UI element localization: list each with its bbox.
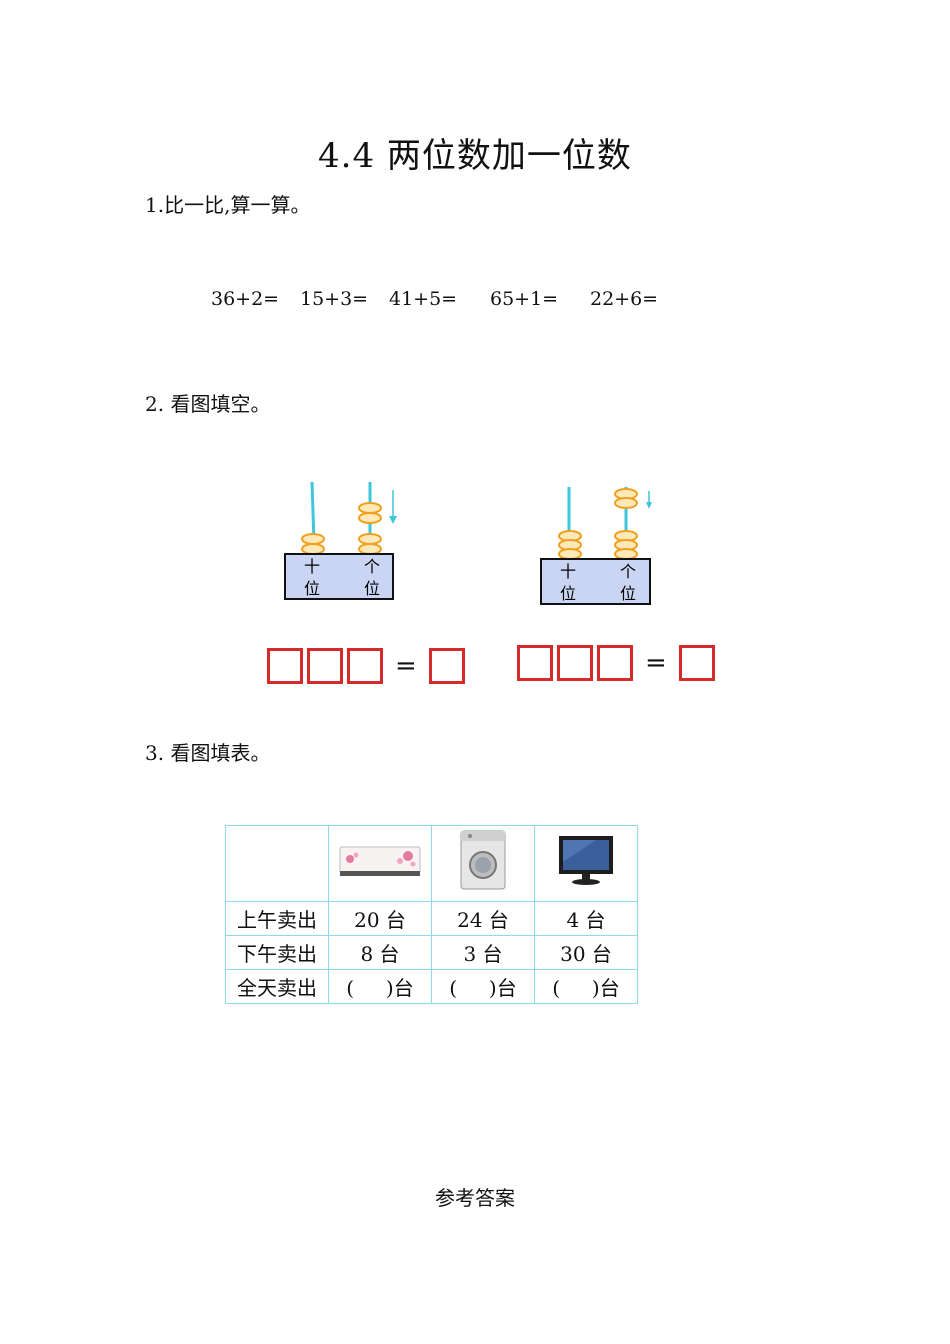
down-arrow-icon: [389, 490, 397, 524]
washing-machine-icon: [460, 830, 506, 890]
tens-label-bottom: 位: [304, 579, 320, 598]
abacus-1: 十 位 个 位: [280, 470, 410, 610]
bead: [614, 497, 638, 509]
tens-label-top: 十: [304, 557, 320, 576]
table-cell: 24 台: [431, 901, 535, 936]
bead: [301, 543, 325, 555]
table-header-row: [225, 825, 638, 902]
sales-table: 上午卖出 20 台 24 台 4 台 下午卖出 8 台 3 台 30 台 全天卖…: [225, 825, 638, 1004]
equation-1: 36+2=: [211, 288, 280, 310]
abacus-2: 十 位 个 位: [536, 475, 666, 615]
answer-cell[interactable]: ( )台: [534, 969, 638, 1004]
answer-box[interactable]: [267, 648, 303, 684]
table-cell: 8 台: [328, 935, 432, 970]
answer-box[interactable]: [678, 645, 715, 681]
bead: [358, 543, 382, 555]
down-arrow-icon: [646, 491, 652, 509]
table-cell: 30 台: [534, 935, 638, 970]
bead: [558, 548, 582, 560]
bead: [301, 533, 325, 545]
answer-cell[interactable]: ( )台: [431, 969, 535, 1004]
table-cell: 3 台: [431, 935, 535, 970]
television-icon: [559, 836, 613, 885]
equation-4: 65+1=: [490, 288, 559, 310]
question-3-label: 3. 看图填表。: [145, 741, 271, 765]
answer-boxes-1: =: [267, 648, 465, 684]
table-cell: 20 台: [328, 901, 432, 936]
page-title: 4.4 两位数加一位数: [318, 136, 632, 176]
table-row-afternoon: 下午卖出 8 台 3 台 30 台: [225, 935, 638, 970]
equals-sign: =: [645, 648, 667, 678]
bead: [358, 512, 382, 524]
television-cell: [534, 825, 638, 902]
abacus-base: [284, 553, 394, 600]
question-1-label: 1.比一比,算一算。: [145, 193, 311, 217]
question-2-label: 2. 看图填空。: [145, 392, 271, 416]
answer-box[interactable]: [347, 648, 383, 684]
answer-box[interactable]: [307, 648, 343, 684]
bead: [358, 502, 382, 514]
abacus-base: [540, 558, 651, 605]
washing-machine-cell: [431, 825, 535, 902]
answer-boxes-2: =: [517, 645, 715, 681]
answer-cell[interactable]: ( )台: [328, 969, 432, 1004]
ones-label-top: 个: [364, 557, 380, 576]
table-row-total: 全天卖出 ( )台 ( )台 ( )台: [225, 969, 638, 1004]
tens-rod: [310, 481, 316, 543]
equation-5: 22+6=: [590, 288, 659, 310]
sales-table-wrapper: 上午卖出 20 台 24 台 4 台 下午卖出 8 台 3 台 30 台 全天卖…: [225, 825, 638, 1004]
equals-sign: =: [395, 651, 417, 681]
equation-3: 41+5=: [389, 288, 458, 310]
table-row-morning: 上午卖出 20 台 24 台 4 台: [225, 901, 638, 936]
tens-label-top: 十: [560, 562, 576, 581]
tens-label-bottom: 位: [560, 584, 576, 603]
answer-box[interactable]: [557, 645, 593, 681]
ones-label-bottom: 位: [620, 584, 636, 603]
row-label: 全天卖出: [225, 969, 329, 1004]
table-corner-cell: [225, 825, 329, 902]
ones-label-bottom: 位: [364, 579, 380, 598]
bead: [614, 548, 638, 560]
bead: [358, 533, 382, 545]
table-cell: 4 台: [534, 901, 638, 936]
ones-label-top: 个: [620, 562, 636, 581]
air-conditioner-cell: [328, 825, 432, 902]
answer-box[interactable]: [428, 648, 465, 684]
row-label: 下午卖出: [225, 935, 329, 970]
row-label: 上午卖出: [225, 901, 329, 936]
air-conditioner-icon: [339, 846, 421, 876]
answer-box[interactable]: [517, 645, 553, 681]
equation-2: 15+3=: [300, 288, 369, 310]
answers-heading: 参考答案: [435, 1186, 515, 1210]
answer-box[interactable]: [597, 645, 633, 681]
